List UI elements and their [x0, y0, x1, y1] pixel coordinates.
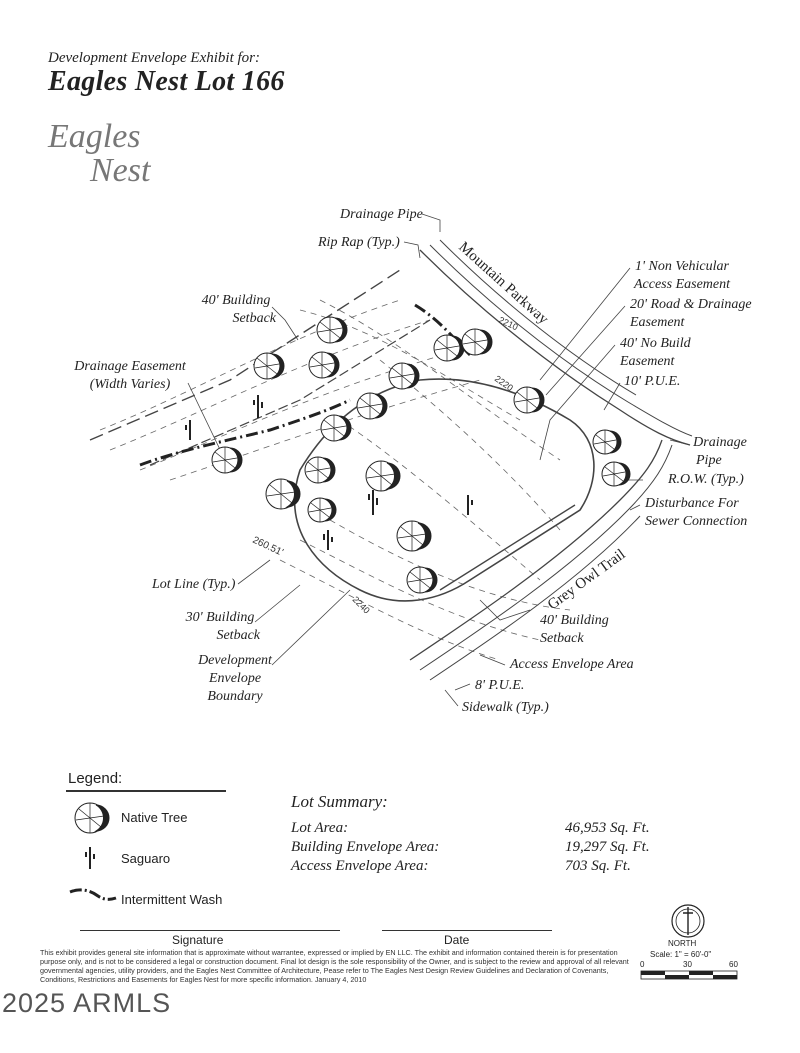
label-road-drainage-line2: Easement: [630, 315, 685, 330]
summary-building-envelope-label: Building Envelope Area:: [291, 839, 440, 855]
logo-line-1: Eagles: [48, 118, 141, 155]
summary-lot-area-value: 46,953 Sq. Ft.: [565, 820, 650, 836]
legend-title: Legend:: [68, 770, 123, 787]
label-lot-line: Lot Line (Typ.): [152, 577, 236, 592]
north-label: NORTH: [668, 939, 697, 948]
scale-label: Scale: 1" = 60'-0": [650, 950, 712, 959]
label-sidewalk: Sidewalk (Typ.): [462, 700, 549, 715]
summary-building-envelope-value: 19,297 Sq. Ft.: [565, 839, 650, 855]
label-building-setback-30: 30' Building Setback: [180, 609, 260, 645]
label-development-envelope-line2: Envelope: [208, 671, 262, 686]
lot-summary-title: Lot Summary:: [291, 792, 388, 811]
label-building-setback-40-line1: 40' Building: [201, 293, 271, 308]
scale-bar: [640, 970, 738, 980]
disclaimer-text: This exhibit provides general site infor…: [40, 948, 629, 984]
legend-intermittent-wash: Intermittent Wash: [121, 892, 223, 907]
label-non-vehicular-line1: 1' Non Vehicular: [635, 259, 729, 274]
label-pue-8: 8' P.U.E.: [475, 678, 525, 693]
lot-dimension: 260.51': [251, 535, 285, 559]
scale-tick-60: 60: [729, 960, 738, 969]
label-drainage-easement-line1: Drainage Easement: [74, 359, 186, 374]
label-rip-rap: Rip Rap (Typ.): [318, 235, 400, 250]
label-drainage-easement-line2: (Width Varies): [89, 377, 171, 392]
legend-native-tree: Native Tree: [121, 810, 188, 825]
summary-access-envelope-label: Access Envelope Area:: [291, 858, 429, 874]
logo-line-2: Nest: [90, 152, 151, 189]
exhibit-subtitle: Development Envelope Exhibit for:: [48, 50, 261, 66]
date-label: Date: [444, 933, 470, 947]
label-building-setback-40-line2: Setback: [232, 311, 276, 326]
summary-access-envelope-value: 703 Sq. Ft.: [565, 858, 631, 874]
label-building-setback-40b-line1: 40' Building: [540, 613, 609, 628]
label-building-setback-30-line2: Setback: [216, 628, 260, 643]
eagles-nest-logo: Eagles Nest: [44, 118, 184, 198]
label-drainage-easement: Drainage Easement (Width Varies): [70, 358, 190, 394]
label-disturbance-line1: Disturbance For: [645, 496, 739, 511]
label-non-vehicular: 1' Non Vehicular Access Easement: [632, 258, 732, 294]
label-development-envelope: Development Envelope Boundary: [190, 652, 280, 706]
label-building-setback-40: 40' Building Setback: [196, 292, 276, 328]
label-disturbance-line2: Sewer Connection: [645, 514, 748, 529]
summary-lot-area-label: Lot Area:: [291, 820, 349, 836]
scale-tick-0: 0: [640, 960, 645, 969]
label-access-envelope: Access Envelope Area: [510, 657, 634, 672]
north-arrow-icon: [671, 904, 705, 938]
label-no-build-line1: 40' No Build: [620, 336, 691, 351]
label-drainage-pipe-right-line2: Pipe: [696, 453, 722, 468]
label-no-build: 40' No Build Easement: [620, 335, 691, 371]
label-row: R.O.W. (Typ.): [668, 472, 744, 487]
scale-tick-30: 30: [683, 960, 692, 969]
label-no-build-line2: Easement: [620, 354, 675, 369]
site-plan-drawing: Mountain Parkway Grey Owl Trail 2210 222…: [89, 213, 693, 707]
label-building-setback-40b-line2: Setback: [540, 631, 584, 646]
signature-line: [80, 930, 340, 931]
label-road-drainage-line1: 20' Road & Drainage: [630, 297, 752, 312]
contour-2240: 2240: [351, 594, 372, 615]
label-building-setback-40b: 40' Building Setback: [540, 612, 609, 648]
signature-label: Signature: [172, 933, 224, 947]
label-non-vehicular-line2: Access Easement: [633, 277, 731, 292]
label-drainage-pipe-right: Drainage Pipe: [690, 434, 750, 470]
legend-saguaro: Saguaro: [121, 851, 171, 866]
label-disturbance: Disturbance For Sewer Connection: [645, 495, 747, 531]
label-development-envelope-line3: Boundary: [207, 689, 263, 704]
label-drainage-pipe-right-line1: Drainage: [693, 435, 747, 450]
saguaro-icon: [85, 847, 95, 869]
label-development-envelope-line1: Development: [198, 653, 272, 668]
intermittent-wash-icon: [69, 888, 117, 901]
label-road-drainage: 20' Road & Drainage Easement: [630, 296, 752, 332]
legend-rule: [66, 790, 226, 792]
street-grey-owl-trail: Grey Owl Trail: [545, 546, 629, 613]
label-drainage-pipe-top: Drainage Pipe: [340, 207, 423, 222]
lot-title: Eagles Nest Lot 166: [48, 66, 285, 97]
label-building-setback-30-line1: 30' Building: [185, 610, 255, 625]
native-tree-icon: [74, 802, 110, 834]
copyright-watermark: 2025 ARMLS: [2, 988, 172, 1018]
date-line: [382, 930, 552, 931]
label-pue-10: 10' P.U.E.: [624, 374, 681, 389]
